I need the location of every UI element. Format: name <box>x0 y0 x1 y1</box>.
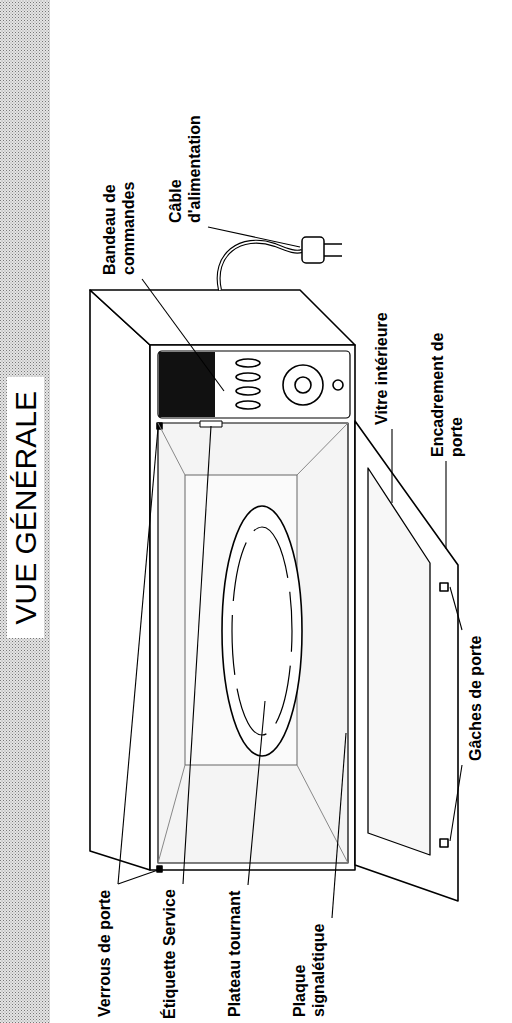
part-label: Vitre intérieure <box>372 275 391 425</box>
cavity-edge <box>158 423 185 475</box>
part-label: Plaque signalétique <box>290 897 328 1017</box>
control-panel <box>158 351 350 418</box>
button <box>236 401 260 409</box>
leader-line <box>445 461 446 549</box>
part-label: Bandeau de commandes <box>100 155 138 275</box>
plug-body <box>302 237 324 263</box>
cavity-edge <box>158 765 185 863</box>
plug-pin <box>324 243 342 245</box>
part-label: Encadrement de porte <box>428 317 466 457</box>
part-label: Câble d'alimentation <box>166 88 204 223</box>
leader-line <box>450 587 462 630</box>
knob-center <box>295 377 311 393</box>
cavity-edge <box>297 423 348 475</box>
title: VUE GÉNÉRALE <box>7 377 44 638</box>
door-button <box>333 380 343 390</box>
oven-top <box>90 290 150 870</box>
leader-line <box>183 426 211 884</box>
door-strike <box>440 839 448 847</box>
part-label: Plateau tournant <box>225 872 244 1017</box>
button <box>236 373 260 381</box>
door <box>355 421 458 901</box>
part-label: Gâches de porte <box>466 611 485 761</box>
part-label: Verrous de porte <box>95 867 114 1017</box>
oven-cavity <box>158 423 348 863</box>
leader-line <box>391 429 392 503</box>
leader-line <box>118 870 158 884</box>
power-cable-core <box>219 242 302 290</box>
leader-line <box>332 733 346 918</box>
oven-side <box>90 290 355 345</box>
inner-glass <box>368 468 430 855</box>
leader-line <box>450 765 462 841</box>
leader-line <box>118 428 158 884</box>
part-label: Étiquette Service <box>160 871 179 1019</box>
title-band <box>0 0 50 1023</box>
turntable <box>222 506 302 756</box>
turntable-ring <box>232 527 292 735</box>
knob <box>283 365 323 405</box>
plug-pin <box>324 255 342 257</box>
button <box>236 359 260 367</box>
leader-line <box>208 227 300 247</box>
door-lock <box>157 866 162 872</box>
leader-line <box>142 279 224 391</box>
leader-line <box>248 701 265 885</box>
oven-front <box>150 345 355 870</box>
display <box>159 352 215 417</box>
power-cable <box>219 242 302 290</box>
door-strike <box>440 583 448 591</box>
button <box>236 387 260 395</box>
